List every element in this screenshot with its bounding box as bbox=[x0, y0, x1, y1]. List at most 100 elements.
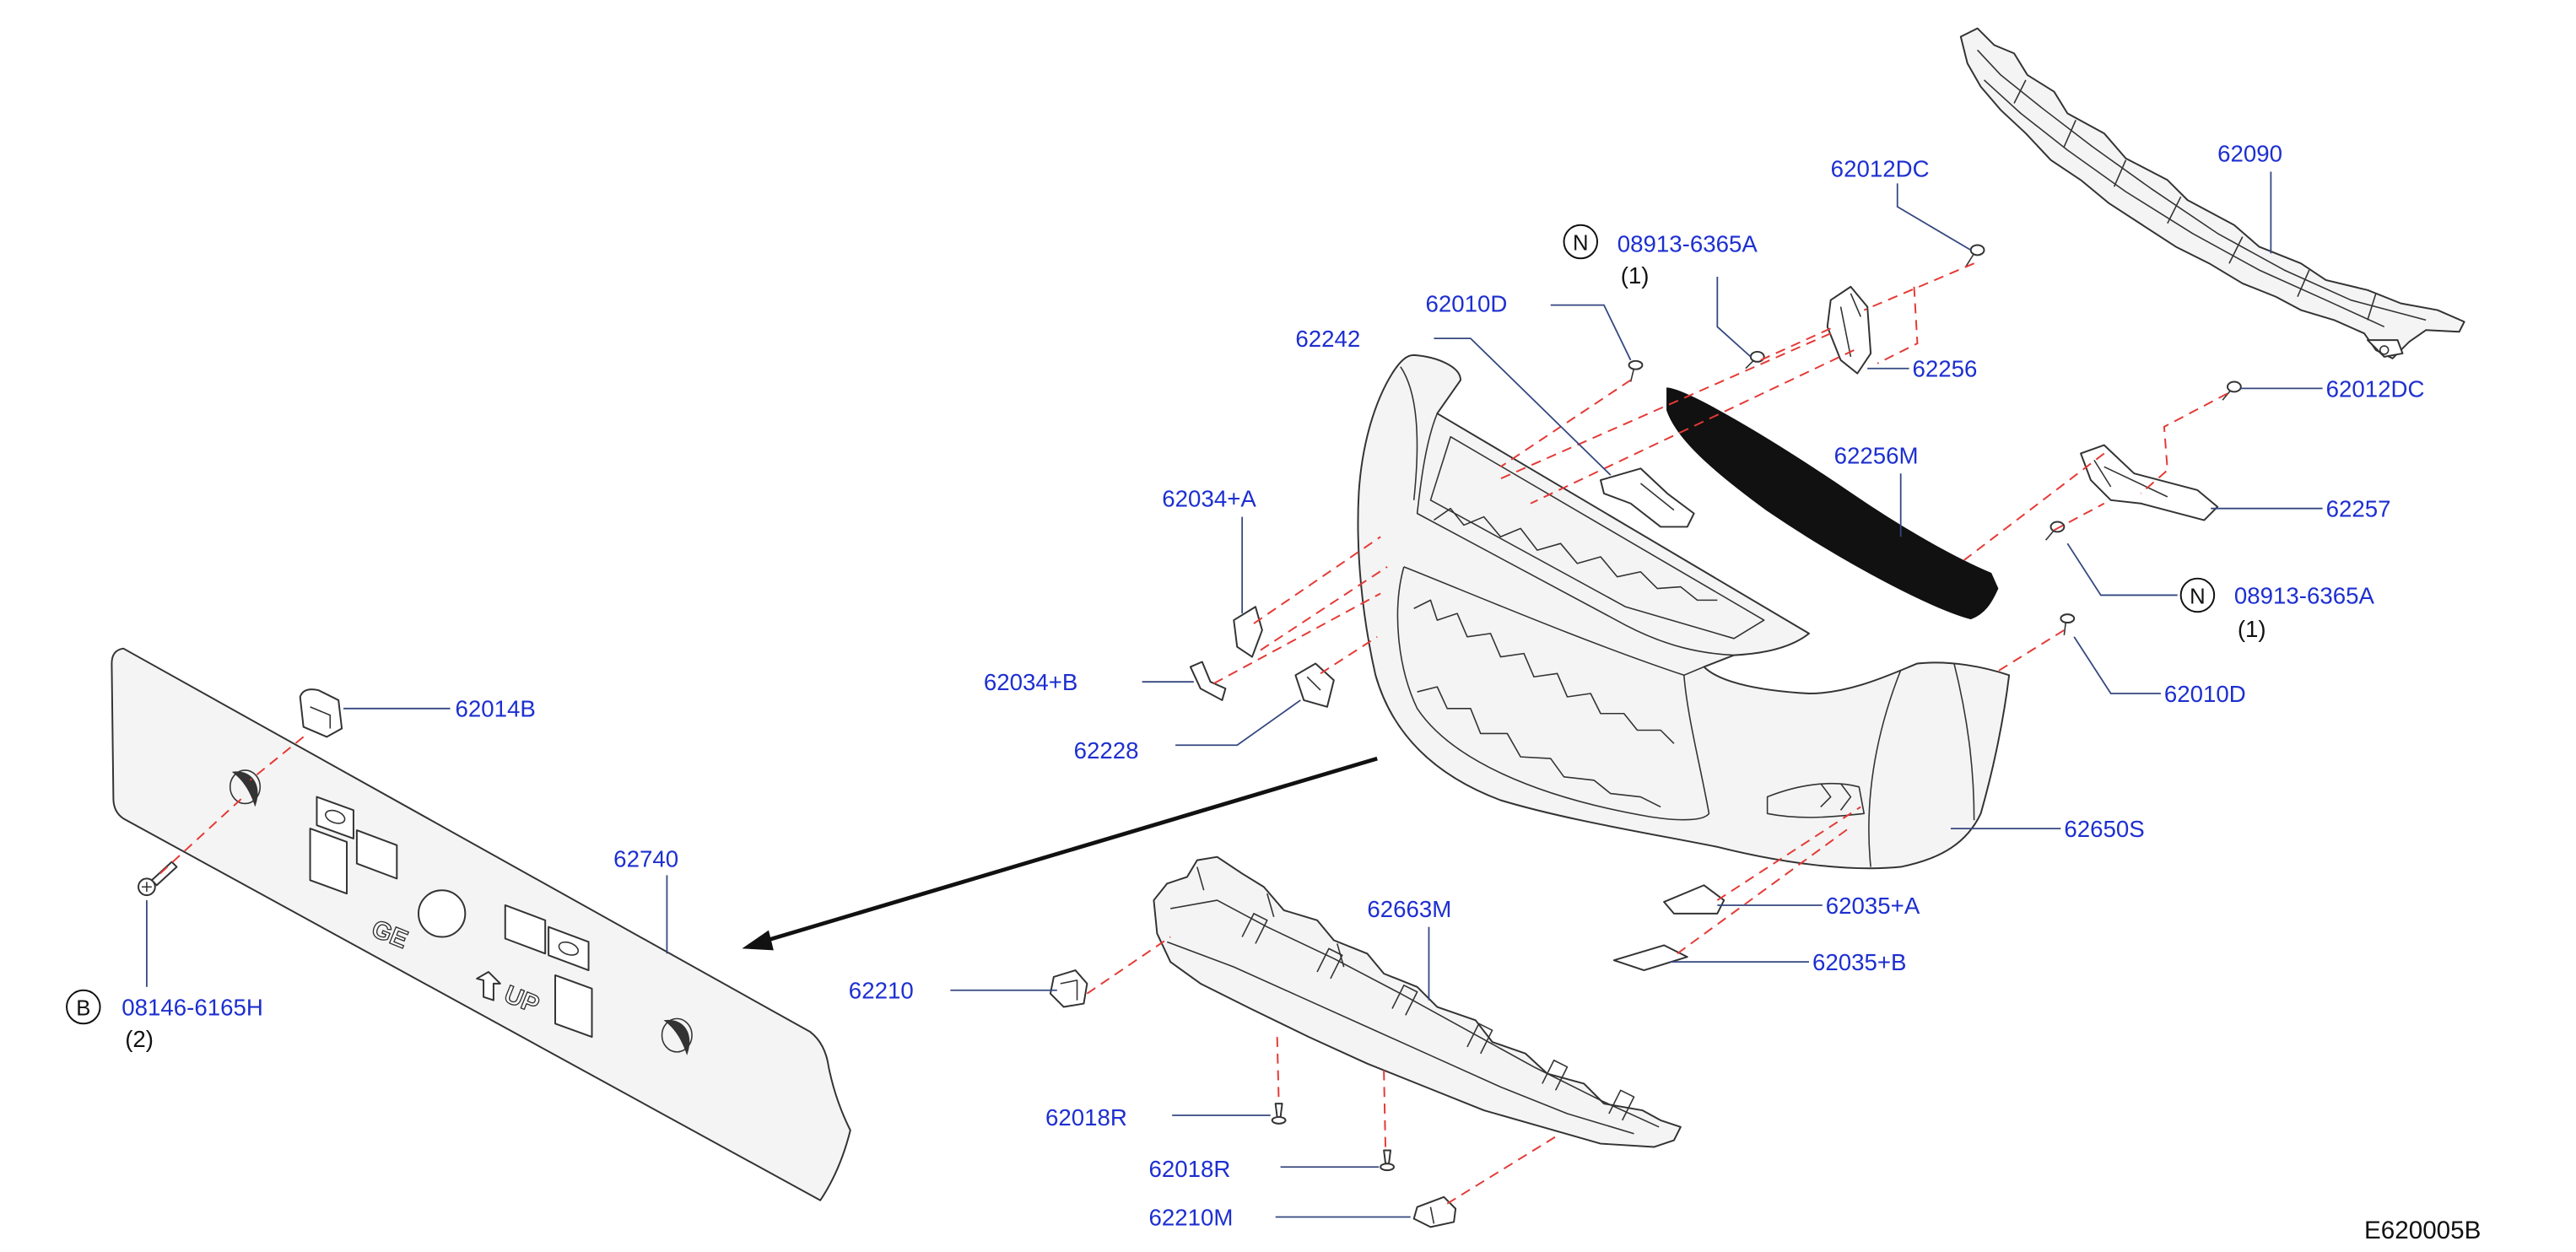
emboss-left bbox=[309, 796, 398, 895]
callout-62228[interactable]: 62228 bbox=[1074, 737, 1139, 764]
screw-shaft bbox=[150, 861, 178, 887]
emboss-box bbox=[309, 828, 348, 895]
fog-lamp-detail bbox=[1820, 783, 1852, 811]
reinforcement-cross-ribs bbox=[2013, 79, 2377, 321]
reinforcement-outline bbox=[1959, 27, 2465, 359]
callout-symbol-b: B bbox=[76, 996, 90, 1020]
clip-62010d-right bbox=[2060, 613, 2076, 635]
callout-62012dc-top[interactable]: 62012DC bbox=[1831, 155, 1930, 181]
symbol-circle bbox=[2179, 577, 2216, 613]
rivet-shank bbox=[2222, 389, 2232, 401]
bracket-detail bbox=[1306, 676, 1321, 691]
under-cover-rib bbox=[1170, 899, 1660, 1128]
callout-62034a[interactable]: 62034+A bbox=[1162, 486, 1256, 512]
callout-62210m[interactable]: 62210M bbox=[1149, 1204, 1234, 1230]
seal-strip-62256m bbox=[1666, 387, 1999, 620]
callout-62242[interactable]: 62242 bbox=[1295, 326, 1360, 352]
callout-62018r-lower[interactable]: 62018R bbox=[1149, 1156, 1231, 1182]
callout-62257[interactable]: 62257 bbox=[2326, 496, 2391, 522]
assembly-line bbox=[1086, 936, 1171, 995]
hole-outline bbox=[229, 769, 262, 805]
rivet-head bbox=[1969, 244, 1985, 256]
under-cover-rib bbox=[1166, 941, 1634, 1135]
leader-line-08913-right bbox=[2066, 542, 2178, 596]
symbol-circle bbox=[66, 989, 101, 1025]
assembly-line bbox=[1320, 636, 1378, 675]
callout-08913-6365a-right[interactable]: 08913-6365A bbox=[2234, 582, 2375, 608]
callout-62740[interactable]: 62740 bbox=[613, 846, 678, 872]
callout-62018r-upper[interactable]: 62018R bbox=[1045, 1104, 1127, 1131]
arrow-shaft bbox=[766, 756, 1378, 942]
emboss-box bbox=[554, 974, 593, 1039]
assembly-line bbox=[1260, 566, 1388, 651]
hole-shadow bbox=[663, 1019, 690, 1055]
callout-62035a[interactable]: 62035+A bbox=[1826, 893, 1920, 919]
callout-62663m[interactable]: 62663M bbox=[1367, 896, 1451, 922]
callout-08146-6165h[interactable]: 08146-6165H bbox=[122, 994, 263, 1020]
callout-qty-08146: (2) bbox=[125, 1026, 154, 1052]
callout-62256[interactable]: 62256 bbox=[1913, 356, 1978, 382]
diagram-code: E620005B bbox=[2364, 1217, 2481, 1244]
assembly-line bbox=[1716, 806, 1861, 901]
callout-62012dc-right[interactable]: 62012DC bbox=[2326, 375, 2425, 402]
leader-line-08913-top bbox=[1716, 277, 1752, 358]
clip-head bbox=[2060, 613, 2076, 624]
license-plate-bracket-outline bbox=[111, 647, 851, 1201]
rivet-head bbox=[2227, 380, 2242, 393]
screw-shank bbox=[2044, 529, 2055, 541]
upper-grille-inner bbox=[1429, 435, 1765, 639]
callout-symbol-n-right: N bbox=[2190, 585, 2206, 608]
up-arrow-icon bbox=[476, 971, 501, 1001]
assembly-line bbox=[1213, 592, 1381, 685]
leader-line-62010d-top bbox=[1550, 304, 1632, 361]
reinforcement-rib bbox=[1983, 79, 2385, 328]
callout-62010d-right[interactable]: 62010D bbox=[2164, 681, 2246, 707]
assembly-line bbox=[1383, 1070, 1387, 1151]
mounting-hole-left bbox=[229, 769, 262, 807]
assembly-line bbox=[1677, 826, 1851, 955]
rivet-62018r-lower bbox=[1380, 1149, 1395, 1172]
rivet-shank bbox=[1383, 1149, 1392, 1165]
mounting-hole-right bbox=[661, 1017, 693, 1055]
upper-grille-opening bbox=[1416, 413, 1735, 656]
emboss-oval bbox=[558, 941, 580, 956]
bracket-62256 bbox=[1826, 285, 1872, 375]
assembly-line bbox=[1497, 332, 1832, 482]
callout-08913-6365a-top[interactable]: 08913-6365A bbox=[1617, 230, 1758, 256]
bracket-body bbox=[1826, 285, 1872, 375]
emboss-box bbox=[548, 926, 590, 972]
fascia-side-contour bbox=[1953, 663, 1975, 821]
callout-62210[interactable]: 62210 bbox=[849, 978, 914, 1004]
clip-body bbox=[1049, 969, 1088, 1008]
callout-62090[interactable]: 62090 bbox=[2217, 141, 2282, 167]
push-rivet-62012dc-right bbox=[2222, 380, 2242, 401]
assembly-line bbox=[1877, 286, 1919, 364]
callout-62014b[interactable]: 62014B bbox=[455, 696, 535, 722]
cover-62035-a bbox=[1663, 884, 1725, 915]
fascia-side-contour bbox=[1868, 670, 1902, 867]
fog-lamp-opening bbox=[1766, 782, 1866, 818]
reinforcement-mount bbox=[2366, 339, 2404, 358]
callout-62256m[interactable]: 62256M bbox=[1834, 442, 1919, 468]
callout-62035b[interactable]: 62035+B bbox=[1812, 949, 1907, 975]
clip-shank bbox=[1629, 368, 1635, 382]
assembly-line bbox=[1446, 1132, 1562, 1205]
callout-symbol-n-top: N bbox=[1573, 231, 1589, 255]
assembly-line bbox=[1993, 629, 2065, 675]
arrow-head-icon bbox=[742, 930, 774, 951]
callout-qty-08913-top: (1) bbox=[1621, 262, 1650, 289]
rivet-shank bbox=[1965, 252, 1975, 267]
callout-qty-08913-right: (1) bbox=[2238, 616, 2266, 642]
callout-62034b[interactable]: 62034+B bbox=[984, 669, 1078, 695]
callout-62650s[interactable]: 62650S bbox=[2064, 816, 2144, 842]
lower-grille-mesh bbox=[1417, 686, 1661, 808]
callout-62010d-top[interactable]: 62010D bbox=[1426, 291, 1508, 317]
bracket-body bbox=[1600, 467, 1695, 528]
bracket-62228 bbox=[1294, 662, 1335, 708]
clip-62210 bbox=[1049, 969, 1088, 1008]
direction-arrow bbox=[742, 756, 1378, 951]
fascia-corner-line bbox=[1400, 366, 1418, 500]
assembly-line bbox=[1963, 452, 2105, 561]
lower-grille-mesh bbox=[1413, 599, 1675, 744]
